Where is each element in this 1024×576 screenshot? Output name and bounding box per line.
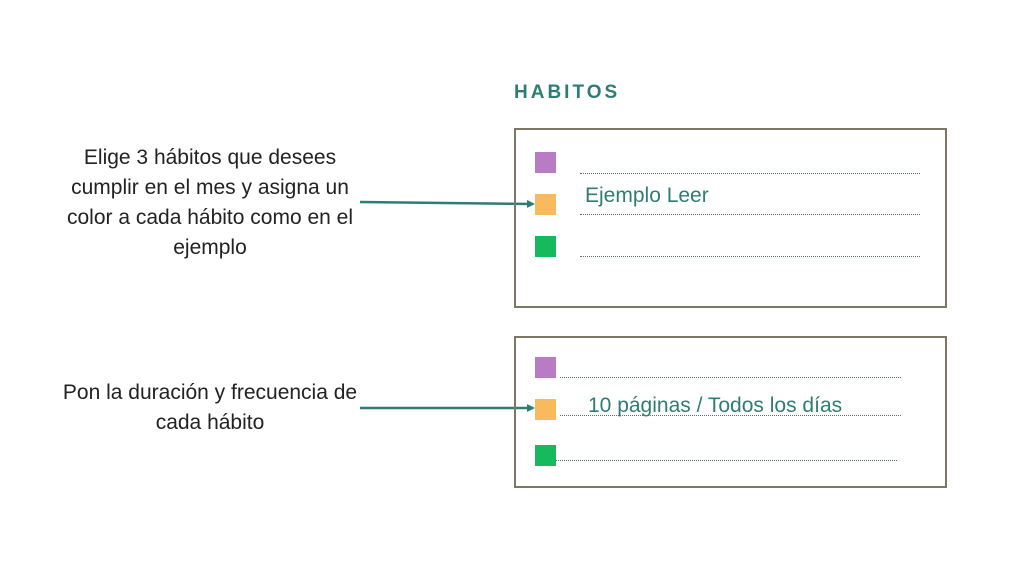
frequency-2-color-swatch	[535, 399, 556, 420]
habit-2-color-swatch	[535, 194, 556, 215]
habit-2-line[interactable]	[580, 214, 920, 215]
habit-box	[514, 128, 947, 308]
heading-habitos: HABITOS	[514, 82, 621, 103]
frequency-3-line[interactable]	[556, 460, 897, 461]
habit-3-color-swatch	[535, 236, 556, 257]
instruction-choose-habits: Elige 3 hábitos que desees cumplir en el…	[66, 146, 353, 259]
habit-3-line[interactable]	[580, 256, 920, 257]
frequency-1-color-swatch	[535, 357, 556, 378]
habit-2-text: Ejemplo Leer	[585, 184, 709, 207]
habit-1-line[interactable]	[580, 173, 920, 174]
frequency-box	[514, 336, 947, 488]
instruction-duration-frequency: Pon la duración y frecuencia de cada háb…	[62, 381, 358, 434]
frequency-2-line[interactable]	[560, 415, 901, 416]
habit-1-color-swatch	[535, 152, 556, 173]
arrow-to-habit-example	[359, 199, 535, 208]
frequency-2-text: 10 páginas / Todos los días	[588, 394, 843, 417]
frequency-1-line[interactable]	[560, 377, 901, 378]
frequency-3-color-swatch	[535, 445, 556, 466]
